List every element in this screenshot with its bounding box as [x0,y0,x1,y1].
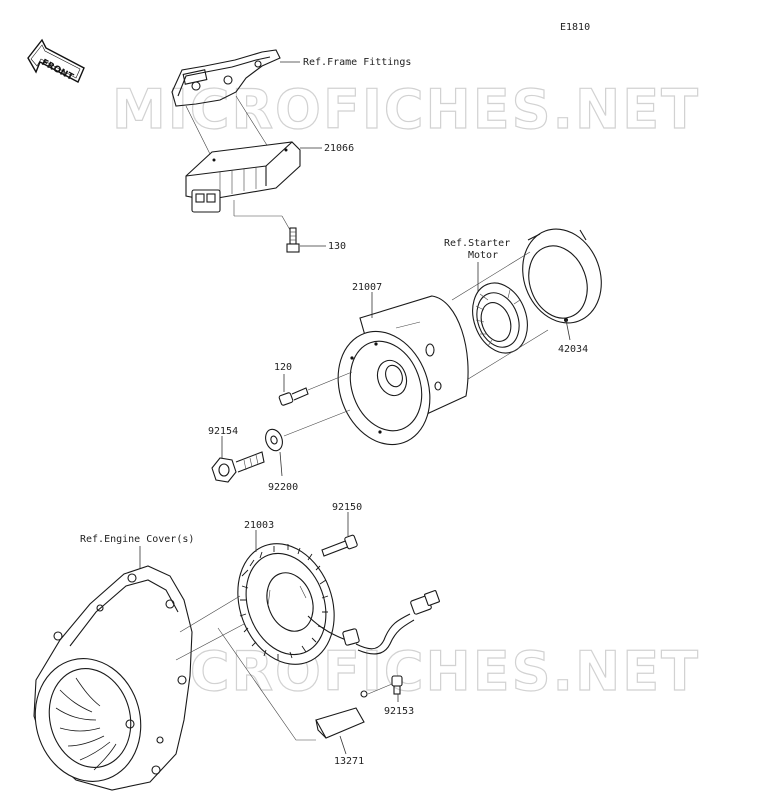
label-21003: 21003 [244,520,274,531]
part-92153-bolt [391,675,403,695]
part-21007-rotor [337,295,469,446]
label-13271: 13271 [334,756,364,767]
part-92150-bolt [321,534,358,557]
label-120: 120 [274,362,292,373]
watermark-top: MICROFICHES.NET [112,78,700,141]
label-130: 130 [328,241,346,252]
part-92200-washer [265,428,283,452]
watermark-bottom: MICROFICHES.NET [112,640,700,703]
label-21007: 21007 [352,282,382,293]
label-21066: 21066 [324,143,354,154]
label-92154: 92154 [208,426,238,437]
starter-clutch [472,282,528,354]
label-ref-starter-1: Ref.Starter [444,238,510,249]
part-13271-plate [315,690,368,739]
label-42034: 42034 [558,344,588,355]
label-ref-starter-2: Motor [468,250,498,261]
diagram-code: E1810 [560,22,590,33]
part-130-bolt [286,227,300,253]
stator-wire-harness [307,590,440,655]
front-arrow-icon: FRONT [27,38,85,83]
label-ref-frame-fittings: Ref.Frame Fittings [303,57,411,68]
part-120-bolt [278,387,309,406]
part-42034-ring [522,228,602,324]
label-92153: 92153 [384,706,414,717]
label-92150: 92150 [332,502,362,513]
part-21066-regulator [185,141,301,213]
label-ref-engine-covers: Ref.Engine Cover(s) [80,534,194,545]
engine-cover [33,565,193,791]
frame-fitting-bracket [171,49,281,107]
label-92200: 92200 [268,482,298,493]
part-92154-bolt [211,451,265,483]
part-21003-stator [237,543,335,665]
